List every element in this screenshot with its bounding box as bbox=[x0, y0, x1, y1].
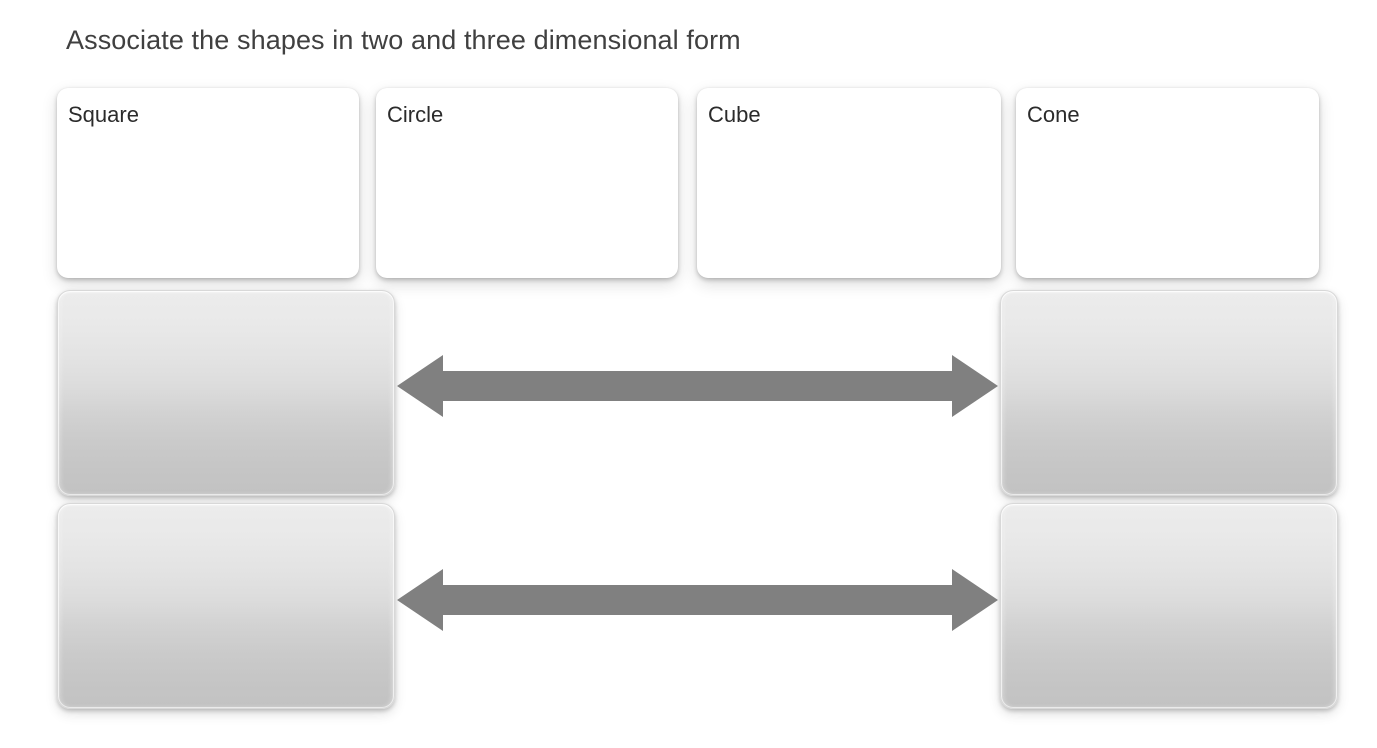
drop-zone-top-right[interactable] bbox=[1000, 290, 1338, 496]
term-card-label: Cone bbox=[1027, 102, 1080, 127]
drop-zone-bottom-left[interactable] bbox=[57, 503, 395, 709]
term-card-label: Square bbox=[68, 102, 139, 127]
page-title: Associate the shapes in two and three di… bbox=[66, 25, 741, 55]
term-card-circle[interactable]: Circle bbox=[376, 88, 678, 278]
double-arrow-icon-top bbox=[397, 350, 998, 422]
term-card-label: Circle bbox=[387, 102, 444, 127]
term-card-square[interactable]: Square bbox=[57, 88, 359, 278]
term-card-cube[interactable]: Cube bbox=[697, 88, 1001, 278]
term-card-cone[interactable]: Cone bbox=[1016, 88, 1319, 278]
term-card-label: Cube bbox=[708, 102, 761, 127]
drop-zone-bottom-right[interactable] bbox=[1000, 503, 1338, 709]
drop-zone-top-left[interactable] bbox=[57, 290, 395, 496]
double-arrow-icon-bottom bbox=[397, 564, 998, 636]
